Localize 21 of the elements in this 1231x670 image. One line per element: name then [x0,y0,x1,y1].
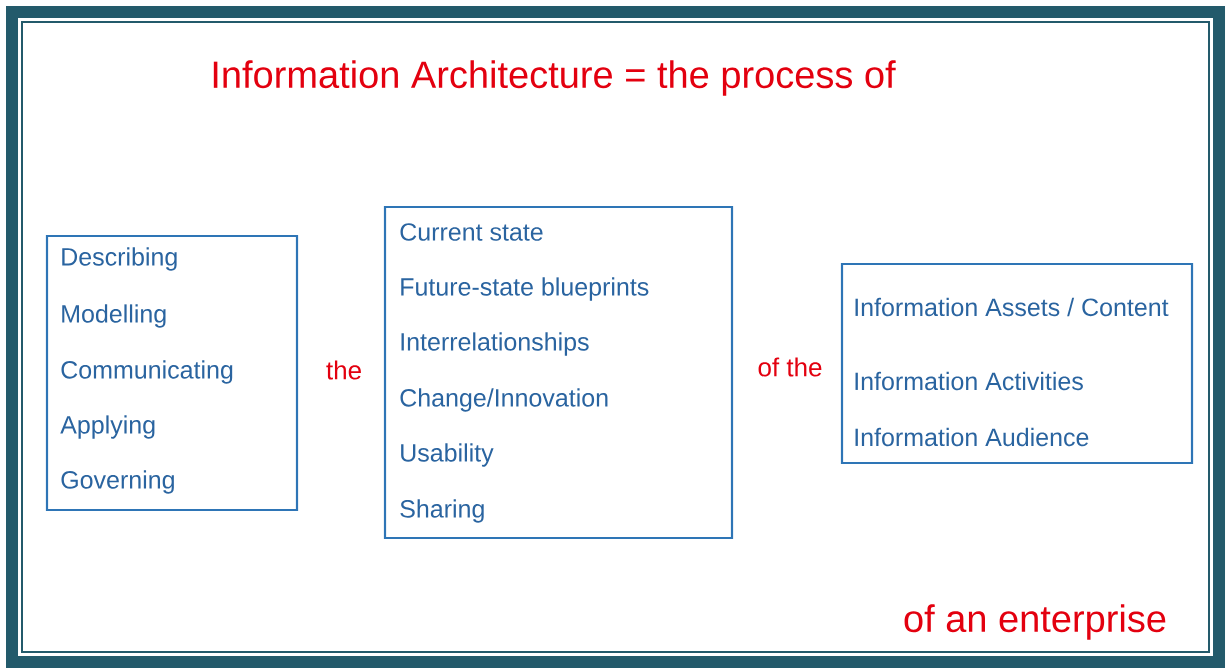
title: Information Architecture = the process of [213,60,896,96]
list-item: Governing [61,470,174,494]
list-box [45,234,299,512]
list-item: Information Assets / Content [855,297,1169,317]
list-item: Applying [60,415,155,439]
connector-word: the [326,360,361,380]
list-item: Change/Innovation [400,388,608,412]
list-item: Current state [400,223,543,241]
list-item: Information Audience [855,427,1089,447]
list-item: Describing [62,247,177,271]
list-item: Interrelationships [401,332,589,356]
connector-word: of the [758,357,822,377]
list-item: Sharing [400,499,484,523]
list-box [840,262,1194,465]
list-item: Modelling [62,304,166,328]
list-item: Communicating [61,360,233,384]
list-item: Future-state blueprints [401,277,649,301]
list-item: Usability [401,443,494,467]
list-box [383,205,734,540]
connector-word: of an enterprise [904,604,1166,640]
list-item: Information Activities [855,371,1083,391]
